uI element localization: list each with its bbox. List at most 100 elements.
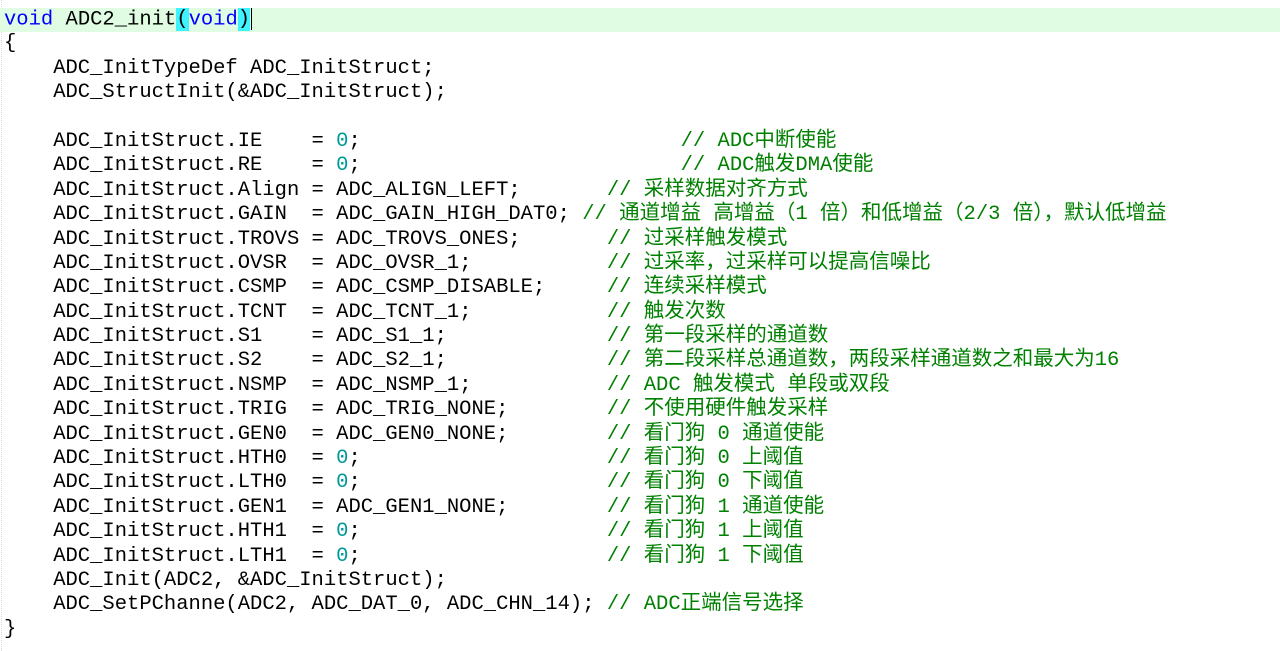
code-line-assignment[interactable]: ADC_InitStruct.CSMP = ADC_CSMP_DISABLE; … (4, 276, 1280, 300)
code-line-assignment[interactable]: ADC_InitStruct.S2 = ADC_S2_1; // 第二段采样总通… (4, 349, 1280, 373)
text-caret (251, 8, 253, 30)
open-paren-highlight: ( (176, 8, 189, 32)
line-comment: // 触发次数 (606, 300, 726, 324)
code-line-assignment[interactable]: ADC_InitStruct.TROVS = ADC_TROVS_ONES; /… (4, 228, 1280, 252)
assignment-lhs: ADC_InitStruct.S1 = (4, 325, 337, 349)
line-comment: // 看门狗 1 通道使能 (606, 495, 825, 519)
assignment-lhs: ADC_InitStruct.NSMP = (4, 373, 337, 397)
assignment-rhs: ADC_GAIN_HIGH_DAT0 (336, 203, 558, 227)
line-comment: // 看门狗 1 下阈值 (606, 544, 804, 568)
code-line-assignment[interactable]: ADC_InitStruct.IE = 0; // ADC中断使能 (4, 130, 1280, 154)
assignment-lhs: ADC_InitStruct.S2 = (4, 349, 337, 373)
code-line-set-channel[interactable]: ADC_SetPChanne(ADC2, ADC_DAT_0, ADC_CHN_… (4, 593, 1280, 617)
code-line-decl[interactable]: ADC_InitTypeDef ADC_InitStruct; (4, 57, 1280, 81)
assignment-rhs: ADC_GEN1_NONE (336, 495, 497, 519)
assignment-lhs: ADC_InitStruct.GEN1 = (4, 495, 337, 519)
line-comment: // 通道增益 高增益（1 倍）和低增益（2/3 倍），默认低增益 (582, 203, 1167, 227)
code-line-assignment[interactable]: ADC_InitStruct.LTH0 = 0; // 看门狗 0 下阈值 (4, 471, 1280, 495)
assignment-lhs: ADC_InitStruct.LTH0 = (4, 471, 337, 495)
struct-init-call: ADC_StructInit(&ADC_InitStruct); (4, 81, 447, 105)
code-line-assignment[interactable]: ADC_InitStruct.GAIN = ADC_GAIN_HIGH_DAT0… (4, 203, 1280, 227)
line-comment: // 看门狗 0 通道使能 (606, 422, 825, 446)
adc-init-call: ADC_Init(ADC2, &ADC_InitStruct); (4, 568, 447, 592)
numeric-literal: 0 (336, 544, 349, 568)
assignment-terminator: ; (508, 227, 607, 251)
assignment-terminator: ; (496, 495, 607, 519)
assignment-lhs: ADC_InitStruct.IE = (4, 129, 337, 153)
code-line-open-brace[interactable]: { (4, 32, 1280, 56)
numeric-literal: 0 (336, 154, 349, 178)
assignment-terminator: ; (557, 203, 583, 227)
set-channel-call: ADC_SetPChanne(ADC2, ADC_DAT_0, ADC_CHN_… (4, 593, 607, 617)
assignment-lhs: ADC_InitStruct.GEN0 = (4, 422, 337, 446)
assignment-lhs: ADC_InitStruct.TCNT = (4, 300, 337, 324)
assignment-lhs: ADC_InitStruct.TRIG = (4, 398, 337, 422)
assignment-rhs: ADC_TROVS_ONES (336, 227, 509, 251)
assignment-lhs: ADC_InitStruct.RE = (4, 154, 337, 178)
assignment-terminator: ; (496, 422, 607, 446)
line-comment: // 连续采样模式 (606, 276, 767, 300)
assignment-rhs: ADC_TCNT_1 (336, 300, 460, 324)
assignment-rhs: ADC_S2_1 (336, 349, 435, 373)
code-line-close-brace[interactable]: } (4, 618, 1280, 642)
line-comment: // 过采样触发模式 (606, 227, 788, 251)
close-paren-highlight: ) (237, 8, 251, 32)
line-comment: // 第一段采样的通道数 (606, 325, 829, 349)
assignment-terminator: ; (348, 544, 607, 568)
code-line-assignment[interactable]: ADC_InitStruct.GEN0 = ADC_GEN0_NONE; // … (4, 423, 1280, 447)
assignment-rhs: ADC_OVSR_1 (336, 251, 460, 275)
code-line-assignment[interactable]: ADC_InitStruct.Align = ADC_ALIGN_LEFT; /… (4, 179, 1280, 203)
assignment-lhs: ADC_InitStruct.GAIN = (4, 203, 337, 227)
assignment-rhs: ADC_GEN0_NONE (336, 422, 497, 446)
assignment-lhs: ADC_InitStruct.LTH1 = (4, 544, 337, 568)
code-area[interactable]: void ADC2_init(void) { ADC_InitTypeDef A… (0, 8, 1280, 642)
line-comment: // 看门狗 1 上阈值 (606, 520, 804, 544)
assignment-lhs: ADC_InitStruct.CSMP = (4, 276, 337, 300)
assignment-rhs: ADC_CSMP_DISABLE (336, 276, 533, 300)
code-line-assignment[interactable]: ADC_InitStruct.TCNT = ADC_TCNT_1; // 触发次… (4, 301, 1280, 325)
assignment-rhs: ADC_S1_1 (336, 325, 435, 349)
assignment-lhs: ADC_InitStruct.HTH0 = (4, 447, 337, 471)
assignment-terminator: ; (434, 325, 607, 349)
assignment-lhs: ADC_InitStruct.HTH1 = (4, 520, 337, 544)
code-line-assignment[interactable]: ADC_InitStruct.RE = 0; // ADC触发DMA使能 (4, 154, 1280, 178)
code-line-struct-init[interactable]: ADC_StructInit(&ADC_InitStruct); (4, 81, 1280, 105)
code-line-assignment[interactable]: ADC_InitStruct.S1 = ADC_S1_1; // 第一段采样的通… (4, 325, 1280, 349)
line-comment: // 过采率，过采样可以提高信噪比 (606, 251, 931, 275)
code-line-assignment[interactable]: ADC_InitStruct.OVSR = ADC_OVSR_1; // 过采率… (4, 252, 1280, 276)
code-line-assignment[interactable]: ADC_InitStruct.NSMP = ADC_NSMP_1; // ADC… (4, 374, 1280, 398)
code-line-assignment[interactable]: ADC_InitStruct.TRIG = ADC_TRIG_NONE; // … (4, 398, 1280, 422)
numeric-literal: 0 (336, 447, 349, 471)
assignment-rhs: ADC_NSMP_1 (336, 373, 460, 397)
numeric-literal: 0 (336, 471, 349, 495)
assignment-rhs: ADC_TRIG_NONE (336, 398, 497, 422)
line-comment: // ADC 触发模式 单段或双段 (606, 373, 890, 397)
line-comment: // ADC中断使能 (680, 129, 837, 153)
line-comment: // 看门狗 0 下阈值 (606, 471, 804, 495)
code-line-assignment[interactable]: ADC_InitStruct.HTH1 = 0; // 看门狗 1 上阈值 (4, 520, 1280, 544)
assignment-terminator: ; (496, 398, 607, 422)
code-line-signature[interactable]: void ADC2_init(void) (0, 8, 1280, 33)
code-line-assignment[interactable]: ADC_InitStruct.LTH1 = 0; // 看门狗 1 下阈值 (4, 545, 1280, 569)
code-line-assignment[interactable]: ADC_InitStruct.GEN1 = ADC_GEN1_NONE; // … (4, 496, 1280, 520)
line-comment: // 看门狗 0 上阈值 (606, 447, 804, 471)
assignment-terminator: ; (508, 178, 607, 202)
code-line-adc-init[interactable]: ADC_Init(ADC2, &ADC_InitStruct); (4, 569, 1280, 593)
set-channel-comment: // ADC正端信号选择 (606, 593, 804, 617)
assignment-terminator: ; (533, 276, 607, 300)
assignment-terminator: ; (459, 300, 607, 324)
line-comment: // 采样数据对齐方式 (606, 178, 808, 202)
code-line-assignment[interactable]: ADC_InitStruct.HTH0 = 0; // 看门狗 0 上阈值 (4, 447, 1280, 471)
assignment-lhs: ADC_InitStruct.TROVS = (4, 227, 337, 251)
assignment-lhs: ADC_InitStruct.Align = (4, 178, 337, 202)
gutter-fold-line (1, 0, 2, 651)
assignment-terminator: ; (459, 373, 607, 397)
code-line-blank[interactable] (4, 106, 1280, 130)
assignment-rhs: ADC_ALIGN_LEFT (336, 178, 509, 202)
struct-declaration: ADC_InitTypeDef ADC_InitStruct; (4, 56, 435, 80)
function-name: ADC2_init (53, 8, 177, 32)
open-brace: { (4, 32, 17, 56)
numeric-literal: 0 (336, 520, 349, 544)
line-comment: // ADC触发DMA使能 (680, 154, 874, 178)
